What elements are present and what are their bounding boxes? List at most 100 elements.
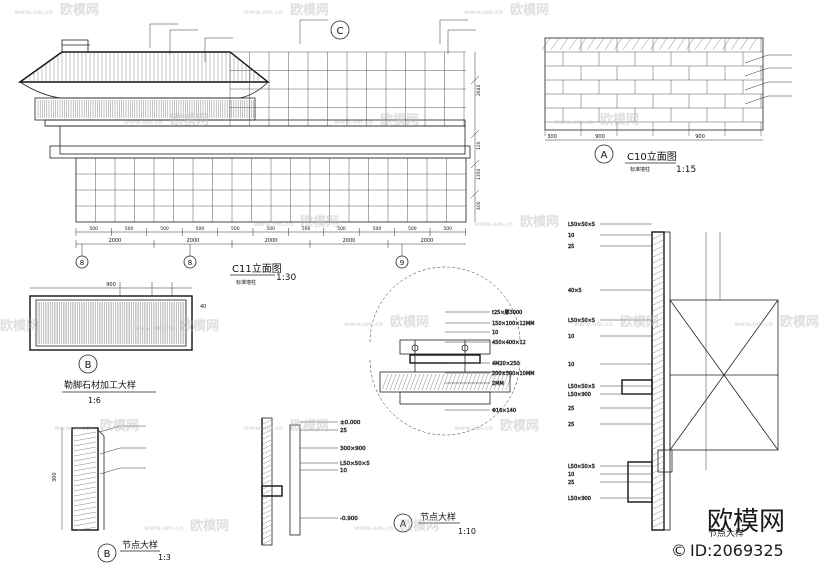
c11-heightdim: 2640 [476, 84, 482, 96]
c11-maindim: 2000 [421, 238, 434, 244]
b-stone-dim-side: 40 [200, 304, 206, 310]
b-node-dim: 300 [52, 472, 58, 482]
watermark-logo: 欧模网 [170, 112, 209, 128]
watermark-logo: 欧模网 [290, 2, 329, 18]
watermark-id: ID:2069325 [690, 541, 784, 560]
c11-maindim: 2000 [109, 238, 122, 244]
a-node-label: ±0.000 [340, 420, 361, 426]
right-label: L50×900 [568, 496, 591, 502]
b-stone-detail: 900 40 B 勒脚石材加工大样 1:6 [29, 282, 206, 405]
right-label: L50×900 [568, 392, 591, 398]
c10-dim: 900 [595, 134, 605, 140]
c11-subdim: 500 [337, 226, 346, 232]
b-node-bubble-letter: B [104, 549, 111, 560]
a-node-label: L50×50×5 [340, 461, 370, 467]
c11-subdim: 500 [302, 226, 311, 232]
watermark-layer: 欧模网 www.om.cn 欧模网 www.om.cn 欧模网 www.om.cn 欧模网 w… [0, 2, 819, 534]
watermark-logo: 欧模网 [190, 518, 229, 534]
watermark-brand-large: 欧模网 [707, 507, 785, 537]
right-label: 25 [568, 244, 574, 250]
c11-subtitle: 标准墙柱 [236, 279, 256, 286]
c10-dim: 300 [547, 134, 557, 140]
axis-1: 8 [80, 259, 84, 267]
b-stone-title: 勒脚石材加工大样 [64, 379, 136, 391]
watermark-site: www.om.cn [134, 325, 173, 332]
watermark-site: www.om.cn [574, 321, 613, 328]
watermark-site: www.om.cn [454, 425, 493, 432]
c11-heightdim: 400 [476, 201, 482, 210]
watermark-site: www.om.cn [144, 525, 183, 532]
a-node-bubble-letter: A [400, 519, 407, 530]
c11-subdim: 500 [231, 226, 240, 232]
watermark-logo: 欧模网 [60, 2, 99, 18]
axis-2: 8 [188, 259, 192, 267]
b-node-bubble [97, 543, 117, 563]
right-label: L50×50×5 [568, 384, 595, 390]
b-stone-scale: 1:6 [88, 396, 101, 405]
mid-label: 10 [492, 330, 498, 336]
a-node-bubble [393, 513, 413, 533]
right-label: 10 [568, 472, 574, 478]
c11-maindim: 2000 [187, 238, 200, 244]
watermark-logo: 欧模网 [180, 318, 219, 334]
watermark-logo: 欧模网 [290, 418, 329, 434]
right-label: L50×50×5 [568, 318, 595, 324]
watermark-logo: 欧模网 [620, 314, 659, 330]
right-label: 10 [568, 334, 574, 340]
a-node-title: 节点大样 [420, 511, 456, 523]
c11-wall-grid [49, 51, 471, 223]
c11-subdim: 500 [408, 226, 417, 232]
b-node-scale: 1:3 [158, 553, 171, 562]
a-node-label: 25 [340, 428, 347, 434]
watermark-site: www.om.cn [124, 119, 163, 126]
watermark-site: www.om.cn [244, 425, 283, 432]
mid-label: 150×100×12MM [492, 321, 534, 327]
b-node-detail: 300 B 节点大样 1:3 [52, 425, 171, 563]
c11-heightdim: 1350 [476, 168, 482, 180]
watermark-site: www.om.cn [244, 9, 283, 16]
c10-subtitle: 标准墙柱 [630, 166, 650, 173]
c10-bubble-letter: A [601, 150, 608, 161]
watermark-site: www.om.cn [334, 119, 373, 126]
right-label: 25 [568, 422, 574, 428]
b-stone-bubble-letter: B [85, 360, 92, 371]
watermark-copyright: © [671, 541, 687, 560]
watermark-site: www.om.cn [354, 525, 393, 532]
b-node-title: 节点大样 [122, 539, 158, 551]
watermark-logo: 欧模网 [510, 2, 549, 18]
c11-subdim: 500 [196, 226, 205, 232]
c11-title: C11立面图 [232, 262, 282, 275]
watermark-site: www.om.cn [554, 119, 593, 126]
c10-title: C10立面图 [627, 150, 677, 163]
c11-heightdim: 120 [476, 141, 482, 150]
mid-label: 2MM [492, 381, 504, 387]
watermark-logo: 欧模网 [600, 112, 639, 128]
right-label: 25 [568, 406, 574, 412]
a-node-scale: 1:10 [458, 527, 476, 536]
watermark-site: www.om.cn [344, 321, 383, 328]
watermark-site: www.om.cn [734, 321, 773, 328]
c11-subdim: 500 [89, 226, 98, 232]
watermark-logo: 欧模网 [390, 314, 429, 330]
watermark-site: www.om.cn [54, 425, 93, 432]
mid-label: t25×厚3000 [492, 310, 522, 316]
c11-subdim: 500 [443, 226, 452, 232]
right-label: 25 [568, 480, 574, 486]
watermark-logo: 欧模网 [500, 418, 539, 434]
c11-subdim: 500 [125, 226, 134, 232]
right-label: 10 [568, 362, 574, 368]
watermark-logo: 欧模网 [400, 518, 439, 534]
watermark-site: www.om.cn [14, 9, 53, 16]
mid-label: 4M20×250 [492, 361, 520, 367]
c11-section-letter: C [337, 26, 344, 37]
b-stone-bubble [78, 354, 98, 374]
c11-maindim: 2000 [343, 238, 356, 244]
c11-section-bubble [330, 20, 350, 40]
right-label: L50×50×5 [568, 464, 595, 470]
watermark-site: www.om.cn [254, 221, 293, 228]
c10-dim: 900 [695, 134, 705, 140]
right-label: 10 [568, 233, 574, 239]
